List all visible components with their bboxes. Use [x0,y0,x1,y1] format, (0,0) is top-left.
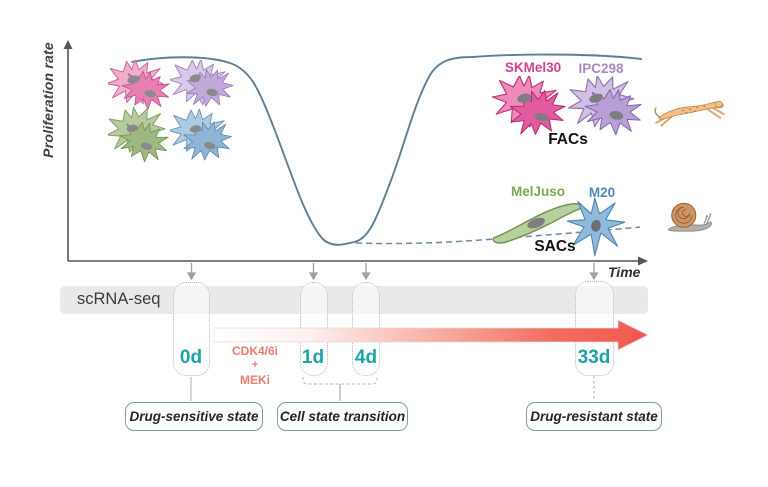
facs-cells-purple [568,76,646,136]
sensitive-cells-blue [170,108,234,164]
facs-cells-pink [492,76,572,136]
cheetah-icon [654,100,725,127]
timepoint-capsule-0d [173,282,210,376]
timepoint-label-4d: 4d [354,347,378,368]
treatment-duration-arrow [214,319,649,351]
cell-line-label-meljuso: MelJuso [510,184,565,199]
sacs-cell-m20 [566,197,626,257]
treatment-line1: CDK4/6i [231,344,278,358]
timepoint-label-0d: 0d [179,347,203,368]
sensitive-cells-purple [170,60,236,111]
timepoint-label-33d: 33d [577,347,611,368]
bracket-1d-4d [302,377,378,385]
time-axis-arrow-icon [638,256,648,266]
x-axis-label: Time [608,264,641,280]
y-axis [63,40,73,261]
cell-line-label-m20: M20 [588,185,616,200]
state-box-drug-sensitive: Drug-sensitive state [125,402,263,431]
y-axis-arrow-icon [63,40,73,49]
cell-line-label-skmel30: SKMel30 [504,60,562,75]
state-box-cell-transition: Cell state transition [277,402,408,431]
sensitive-cells-green [108,106,172,166]
timepoint-label-1d: 1d [301,347,325,368]
proliferation-curve-solid [131,53,642,246]
sensitive-cells-pink [108,60,172,112]
state-box-drug-resistant: Drug-resistant state [526,402,662,431]
group-label-sacs: SACs [534,238,576,255]
sampling-arrows [186,263,599,281]
treatment-label: CDK4/6i + MEKi [222,344,288,388]
snail-icon [667,202,712,232]
treatment-line3: MEKi [240,372,270,387]
cell-line-label-ipc298: IPC298 [578,61,624,76]
scrna-seq-label: scRNA-seq [77,290,161,308]
time-axis [68,256,648,266]
group-label-facs: FACs [548,131,588,148]
y-axis-label: Proliferation rate [40,42,56,158]
treatment-line2: + [251,359,259,371]
